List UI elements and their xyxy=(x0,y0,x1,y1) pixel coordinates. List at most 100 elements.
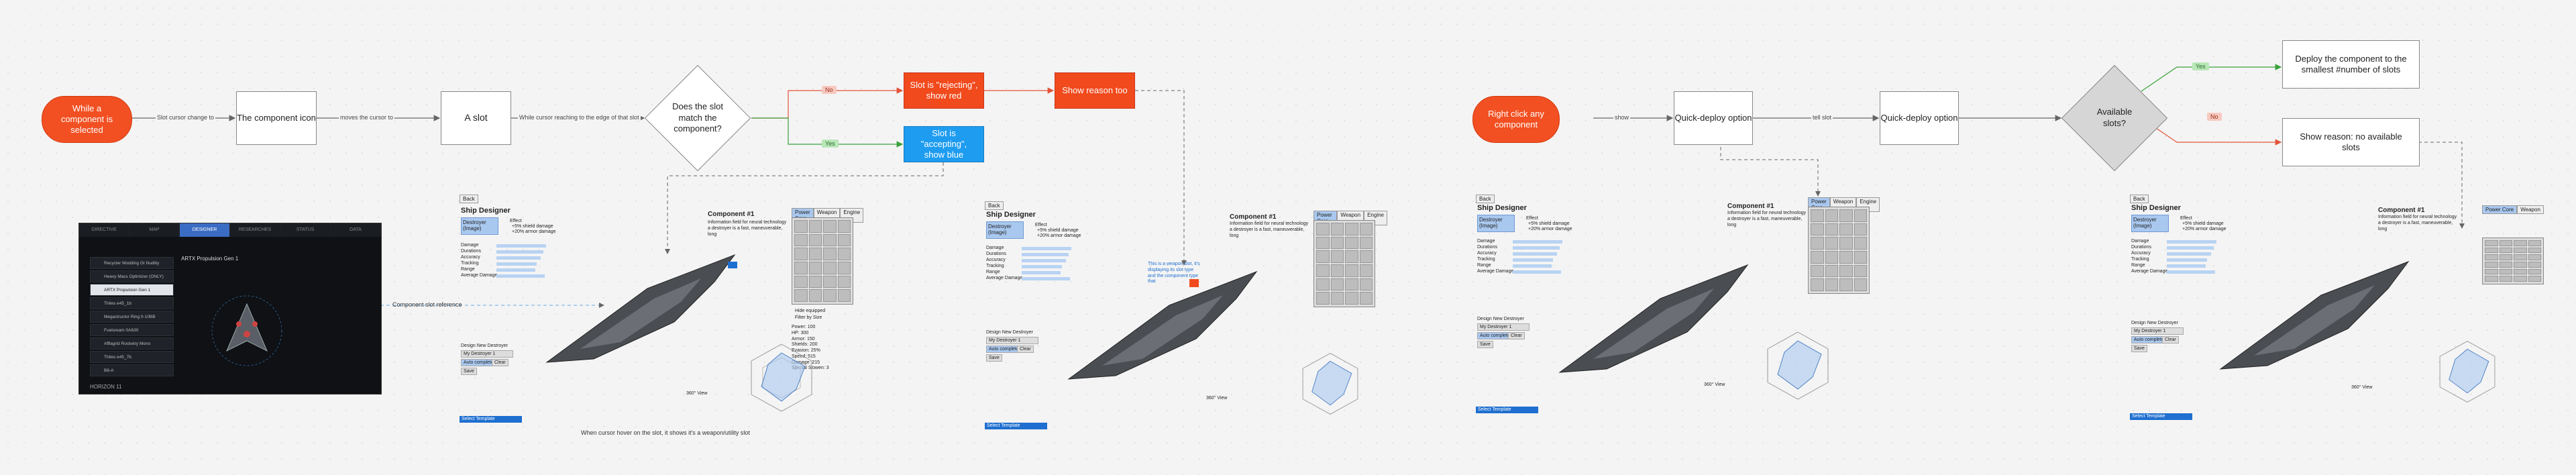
component-cell[interactable] xyxy=(2528,240,2541,246)
component-cell[interactable] xyxy=(2499,268,2512,275)
my-destroyer-field[interactable]: My Destroyer 1 xyxy=(986,337,1038,344)
component-cell[interactable] xyxy=(2514,276,2527,282)
component-cell[interactable] xyxy=(1345,292,1358,305)
hide-equipped-checkbox[interactable]: Hide equipped xyxy=(795,309,826,313)
game-list-item[interactable]: Fuelsream 0A630 xyxy=(90,324,174,336)
component-cell[interactable] xyxy=(1854,250,1867,264)
game-list-item[interactable]: B6-A xyxy=(90,364,174,376)
component-cell[interactable] xyxy=(2485,254,2498,260)
component-cell[interactable] xyxy=(794,248,808,260)
component-cell[interactable] xyxy=(2528,261,2541,268)
component-cell[interactable] xyxy=(808,261,822,274)
component-cell[interactable] xyxy=(823,289,837,302)
my-destroyer-field[interactable]: My Destroyer 1 xyxy=(1477,323,1529,331)
back-button[interactable]: Back xyxy=(460,195,478,203)
component-cell[interactable] xyxy=(823,275,837,288)
component-cell[interactable] xyxy=(1345,236,1358,250)
component-cell[interactable] xyxy=(837,289,851,302)
component-cell[interactable] xyxy=(1316,250,1330,263)
component-cell[interactable] xyxy=(2485,268,2498,275)
component-cell[interactable] xyxy=(1316,278,1330,291)
component-cell[interactable] xyxy=(1839,250,1853,264)
back-button[interactable]: Back xyxy=(1476,195,1495,203)
component-cell[interactable] xyxy=(1839,223,1853,236)
component-cell[interactable] xyxy=(2514,240,2527,246)
select-template-bar[interactable]: Select Template xyxy=(460,416,522,423)
component-cell[interactable] xyxy=(1825,209,1838,222)
filter-tab[interactable]: Weapon xyxy=(2517,205,2544,214)
component-cell[interactable] xyxy=(1316,292,1330,305)
component-cell[interactable] xyxy=(837,275,851,288)
component-cell[interactable] xyxy=(2485,276,2498,282)
component-cell[interactable] xyxy=(794,275,808,288)
component-cell[interactable] xyxy=(2514,268,2527,275)
component-cell[interactable] xyxy=(1359,223,1373,235)
component-cell[interactable] xyxy=(2514,261,2527,268)
component-cell[interactable] xyxy=(1839,278,1853,291)
component-cell[interactable] xyxy=(808,275,822,288)
select-template-bar[interactable]: Select Template xyxy=(2130,413,2192,420)
component-cell[interactable] xyxy=(2499,276,2512,282)
component-cell[interactable] xyxy=(823,233,837,247)
component-cell[interactable] xyxy=(1359,236,1373,250)
filter-tab[interactable]: Power Core xyxy=(2482,205,2518,214)
auto-complete-button[interactable]: Auto complete xyxy=(986,346,1022,353)
component-cell[interactable] xyxy=(808,289,822,302)
component-cell[interactable] xyxy=(1330,292,1344,305)
component-cell[interactable] xyxy=(1811,264,1824,278)
component-cell[interactable] xyxy=(794,289,808,302)
component-cell[interactable] xyxy=(2528,247,2541,254)
component-cell[interactable] xyxy=(1811,278,1824,291)
component-cell[interactable] xyxy=(823,261,837,274)
component-cell[interactable] xyxy=(1854,278,1867,291)
component-cell[interactable] xyxy=(1811,237,1824,250)
component-cell[interactable] xyxy=(794,233,808,247)
component-cell[interactable] xyxy=(2528,268,2541,275)
component-cell[interactable] xyxy=(2499,261,2512,268)
save-button[interactable]: Save xyxy=(461,368,477,375)
component-cell[interactable] xyxy=(1825,278,1838,291)
clear-button[interactable]: Clear xyxy=(1017,346,1034,353)
game-list-item[interactable]: Afflagrid Rocketry Mono xyxy=(90,337,174,350)
auto-complete-button[interactable]: Auto complete xyxy=(461,359,496,366)
component-cell[interactable] xyxy=(823,220,837,233)
component-cell[interactable] xyxy=(2528,254,2541,260)
filter-by-size[interactable]: Filter by Size xyxy=(795,315,822,320)
component-cell[interactable] xyxy=(2528,276,2541,282)
component-cell[interactable] xyxy=(808,233,822,247)
component-cell[interactable] xyxy=(1330,278,1344,291)
rejecting-slot[interactable] xyxy=(1189,279,1199,287)
back-button[interactable]: Back xyxy=(2130,195,2149,203)
game-list-item-selected[interactable]: ARTX Propulsion Gen 1 xyxy=(90,284,174,296)
game-list-item[interactable]: Heavy Mass Optimizer (ONLY) xyxy=(90,270,174,282)
game-list-item[interactable]: Megastructor Ring 0-10BB xyxy=(90,311,174,323)
game-tab[interactable]: DATA xyxy=(331,223,381,237)
component-cell[interactable] xyxy=(1359,250,1373,263)
game-tab[interactable]: STATUS xyxy=(280,223,331,237)
component-cell[interactable] xyxy=(2499,240,2512,246)
clear-button[interactable]: Clear xyxy=(1508,332,1525,339)
component-cell[interactable] xyxy=(2499,254,2512,260)
game-tab[interactable]: MAP xyxy=(129,223,180,237)
select-template-bar[interactable]: Select Template xyxy=(985,423,1047,429)
component-cell[interactable] xyxy=(2485,240,2498,246)
component-cell[interactable] xyxy=(1811,250,1824,264)
component-cell[interactable] xyxy=(1359,264,1373,277)
component-cell[interactable] xyxy=(1854,264,1867,278)
auto-complete-button[interactable]: Auto complete xyxy=(1477,332,1513,339)
component-cell[interactable] xyxy=(1345,250,1358,263)
component-cell[interactable] xyxy=(1825,223,1838,236)
component-cell[interactable] xyxy=(1316,223,1330,235)
game-tab[interactable]: DIRECTIVE xyxy=(79,223,129,237)
game-list-item[interactable]: Thiles e45_7b xyxy=(90,351,174,363)
my-destroyer-field[interactable]: My Destroyer 1 xyxy=(461,350,513,358)
component-cell[interactable] xyxy=(1854,209,1867,222)
component-cell[interactable] xyxy=(1854,223,1867,236)
component-cell[interactable] xyxy=(2499,247,2512,254)
auto-complete-button[interactable]: Auto complete xyxy=(2131,336,2167,344)
component-cell[interactable] xyxy=(1359,292,1373,305)
game-list-item[interactable]: Recycler Modding Gt Nudlity xyxy=(90,257,174,269)
save-button[interactable]: Save xyxy=(986,354,1002,362)
component-cell[interactable] xyxy=(1825,264,1838,278)
component-cell[interactable] xyxy=(1316,264,1330,277)
